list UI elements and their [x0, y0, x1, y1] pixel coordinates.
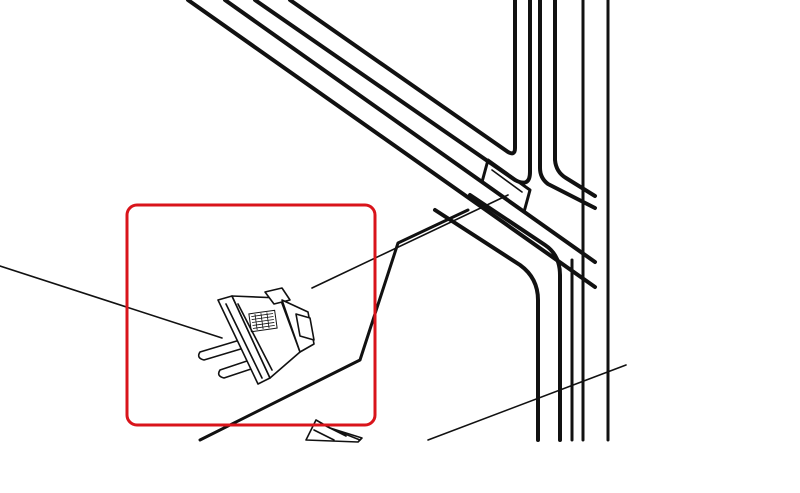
leader-line-lower	[427, 364, 627, 441]
connector-rear-face	[295, 313, 315, 341]
frame-channel-left	[433, 208, 540, 442]
frame-right-rail-2	[553, 0, 597, 198]
leader-lines	[0, 194, 627, 442]
frame-diagonal-inner	[223, 0, 597, 264]
frame-channel-right	[468, 193, 562, 442]
frame-diagonal-outer	[186, 0, 597, 289]
frame-window-inner	[288, 0, 517, 156]
partial-component-icon	[305, 419, 363, 443]
leader-line-slot	[311, 194, 509, 289]
frame-right-rail-1	[538, 0, 597, 210]
housing-frame	[186, 0, 610, 442]
connector-plug-icon	[197, 287, 315, 385]
leader-line-plug	[0, 265, 223, 339]
frame-window	[253, 0, 532, 185]
mounting-slot-icon	[480, 158, 532, 214]
cable-path	[198, 208, 470, 442]
connector-grip-hatching	[251, 312, 275, 330]
highlight-box	[125, 203, 377, 427]
